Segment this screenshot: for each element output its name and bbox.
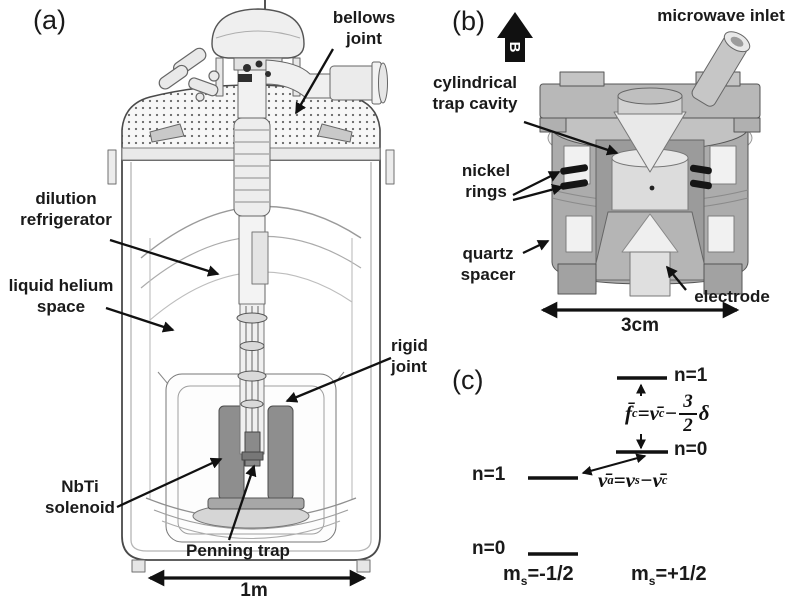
label-penning-trap: Penning trap bbox=[186, 541, 290, 560]
ms-right-value: =+1/2 bbox=[655, 563, 707, 585]
scale-1m: 1m bbox=[240, 580, 268, 600]
panel-b-tag: (b) bbox=[452, 6, 485, 36]
label-dilution-refrigerator: dilution refrigerator bbox=[20, 189, 112, 229]
fc-lhs-sub: c bbox=[632, 406, 638, 421]
panel-c-tag: (c) bbox=[452, 365, 484, 395]
label-rigid-joint: rigid joint bbox=[391, 336, 428, 376]
label-bellows-joint: bellows joint bbox=[332, 8, 396, 48]
microwave-inlet-tube bbox=[691, 31, 751, 107]
fc-lhs: f̄ bbox=[625, 401, 632, 426]
panel-b-drawing bbox=[497, 12, 761, 297]
va-eq: = bbox=[613, 468, 626, 492]
b-field-label: B bbox=[506, 41, 524, 53]
b-field-arrow bbox=[497, 12, 533, 62]
panel-a-tag: (a) bbox=[33, 5, 66, 35]
va-lhs-sub: a bbox=[607, 473, 614, 487]
fc-frac-den: 2 bbox=[683, 414, 693, 436]
label-nbti-solenoid: NbTi solenoid bbox=[45, 477, 115, 517]
ms-plus-half-label: ms=+1/2 bbox=[631, 563, 707, 588]
ms-left-sub: s bbox=[520, 574, 528, 588]
va-nuc-sub: c bbox=[661, 473, 668, 487]
label-trap-cavity: cylindrical trap cavity bbox=[432, 73, 518, 113]
va-minus: − bbox=[639, 468, 653, 492]
fc-nuc-sub: c bbox=[658, 406, 665, 421]
nickel-ring-marks bbox=[560, 164, 712, 190]
label-nickel-rings: nickel rings bbox=[461, 161, 511, 201]
ms-right-sub: s bbox=[648, 574, 656, 588]
scale-bars bbox=[147, 301, 740, 587]
ms-left-value: =-1/2 bbox=[527, 563, 574, 585]
label-quartz-spacer: quartz spacer bbox=[460, 244, 516, 284]
label-electrode: electrode bbox=[694, 287, 770, 306]
ms-left-base: m bbox=[503, 563, 521, 585]
panel-a-drawing bbox=[107, 0, 395, 573]
scale-3cm: 3cm bbox=[620, 315, 660, 336]
va-nus: ν bbox=[625, 468, 635, 492]
ms-right-base: m bbox=[631, 563, 649, 585]
fc-nuc: ν̄ bbox=[649, 401, 659, 426]
label-liquid-helium-space: liquid helium space bbox=[8, 276, 114, 316]
label-microwave-inlet: microwave inlet bbox=[657, 6, 785, 25]
panel-c-levels bbox=[528, 376, 668, 556]
level-label-bottom-n0: n=0 bbox=[472, 538, 506, 559]
fc-delta: δ bbox=[698, 401, 710, 426]
fc-eq: = bbox=[637, 401, 650, 426]
ms-minus-half-label: ms=-1/2 bbox=[503, 563, 574, 588]
fc-frac-num: 3 bbox=[679, 392, 697, 415]
level-label-top-n1: n=1 bbox=[674, 365, 708, 386]
va-lhs: ν̄ bbox=[598, 468, 608, 492]
fc-minus: − bbox=[664, 401, 678, 426]
level-label-left-n1: n=1 bbox=[472, 464, 506, 485]
va-nuc: ν̄ bbox=[652, 468, 662, 492]
level-label-mid-n0: n=0 bbox=[674, 439, 708, 460]
callout-arrows bbox=[105, 48, 687, 541]
va-nus-sub: s bbox=[634, 473, 640, 487]
